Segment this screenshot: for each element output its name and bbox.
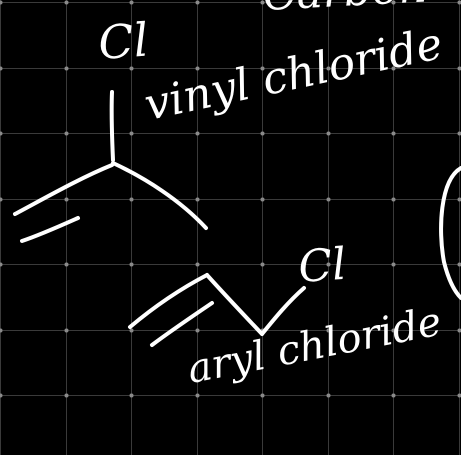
grid-dot <box>129 66 134 71</box>
grid-dot <box>0 0 3 5</box>
grid-dot <box>326 131 331 136</box>
aryl-cl-label: Cl <box>296 238 348 293</box>
grid-dot <box>129 0 134 5</box>
grid-dot <box>129 262 134 267</box>
grid-dot <box>326 197 331 202</box>
grid-dot <box>0 197 3 202</box>
vinyl-single-bond <box>111 161 208 230</box>
grid-dot <box>64 328 69 333</box>
grid-dot <box>195 0 200 5</box>
grid-dot <box>195 66 200 71</box>
grid-dot <box>260 197 265 202</box>
grid-dot <box>195 131 200 136</box>
grid-dot <box>457 328 461 333</box>
grid-dot <box>391 0 396 5</box>
grid-dot <box>457 197 461 202</box>
grid-dot <box>260 262 265 267</box>
grid-dot <box>129 197 134 202</box>
grid-dot <box>457 393 461 398</box>
vinyl-double-bond-inner <box>20 216 80 243</box>
grid-dot <box>195 393 200 398</box>
grid-dot <box>457 131 461 136</box>
grid-dot <box>326 393 331 398</box>
grid-dot <box>260 0 265 5</box>
grid-dot <box>64 262 69 267</box>
grid-dot <box>0 262 3 267</box>
grid-dot <box>64 393 69 398</box>
vinyl-chloride-structure-icon <box>13 90 208 243</box>
grid-dot <box>260 393 265 398</box>
grid-dot <box>0 393 3 398</box>
grid-dot <box>195 262 200 267</box>
grid-dot <box>0 66 3 71</box>
grid-dot <box>129 328 134 333</box>
grid-dot <box>260 66 265 71</box>
grid-dot <box>129 131 134 136</box>
grid-dot <box>0 328 3 333</box>
grid-dot <box>260 131 265 136</box>
grid-dot <box>391 131 396 136</box>
aryl-double-bond-outer <box>128 273 209 329</box>
grid-dot <box>457 66 461 71</box>
grid-dot <box>457 262 461 267</box>
aryl-bond-to-cl <box>260 286 306 336</box>
grid-dot <box>64 0 69 5</box>
grid-dot <box>129 393 134 398</box>
vinyl-double-bond-outer <box>13 163 114 216</box>
aryl-single-bond <box>205 273 264 336</box>
grid-dot <box>391 66 396 71</box>
grid-dot <box>195 197 200 202</box>
vinyl-bond-to-cl <box>109 90 115 162</box>
grid-dot <box>326 328 331 333</box>
grid-dot <box>326 0 331 5</box>
grid-dot <box>391 262 396 267</box>
grid-dot <box>391 197 396 202</box>
grid-dot <box>326 262 331 267</box>
grid-dot <box>64 66 69 71</box>
grid-dot <box>457 0 461 5</box>
partial-circle-arc-icon <box>439 166 461 300</box>
grid-dot <box>391 328 396 333</box>
grid-dot <box>195 328 200 333</box>
aryl-chloride-structure-icon <box>128 273 306 347</box>
grid-dot <box>64 131 69 136</box>
vinyl-cl-label: Cl <box>96 12 151 70</box>
grid-dot <box>0 131 3 136</box>
grid-dot <box>64 197 69 202</box>
grid-dot <box>391 393 396 398</box>
grid-dot <box>326 66 331 71</box>
aryl-double-bond-inner <box>150 301 214 347</box>
